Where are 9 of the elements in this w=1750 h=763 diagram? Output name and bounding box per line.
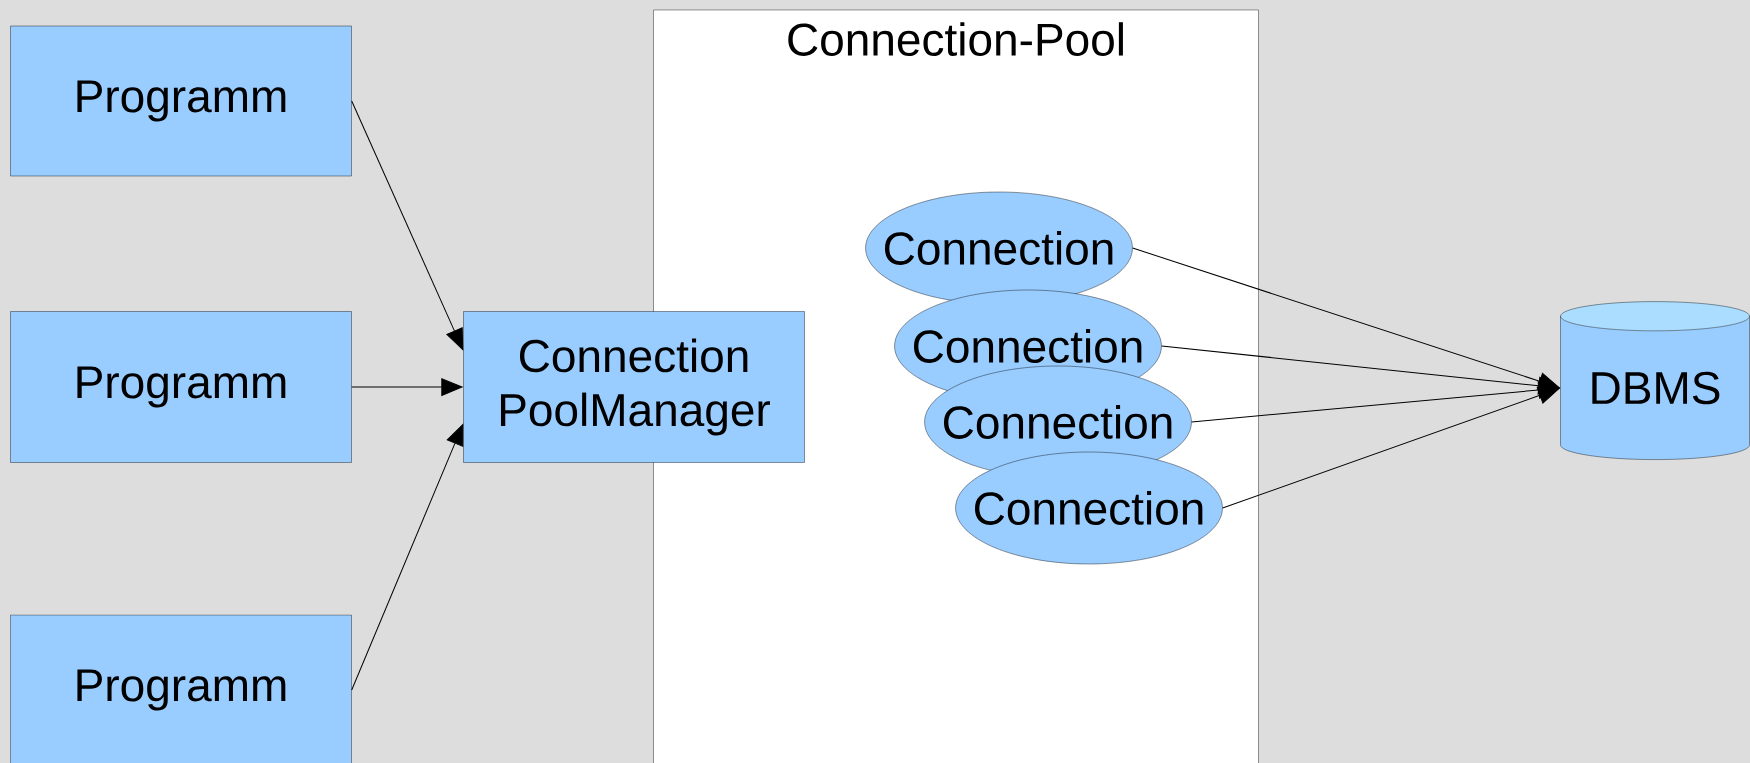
process-box: Connection PoolManager <box>463 311 805 463</box>
database-cylinder: DBMS <box>1560 301 1750 460</box>
arrow <box>351 378 463 396</box>
arrow <box>351 424 464 691</box>
process-box: Programm <box>10 614 352 763</box>
process-box: Programm <box>10 311 352 463</box>
process-box: Programm <box>10 25 352 177</box>
arrow <box>1222 386 1560 509</box>
arrow <box>351 100 464 350</box>
